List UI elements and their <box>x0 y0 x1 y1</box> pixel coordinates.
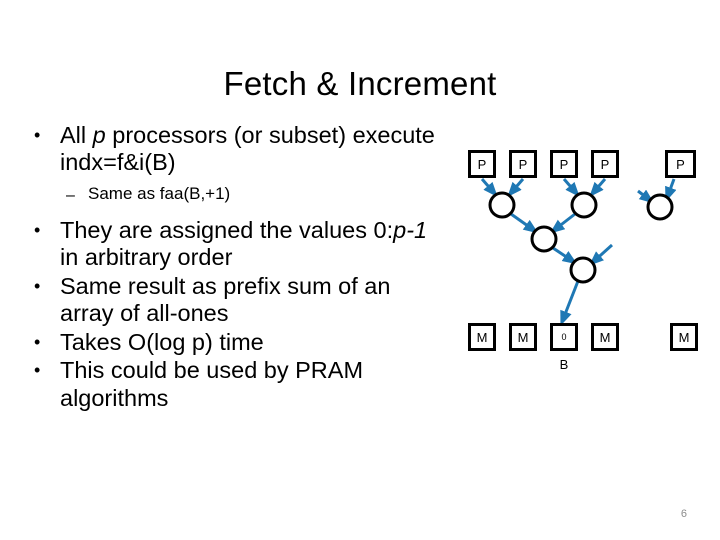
bullet-text: Same result as prefix sum of an array of… <box>60 273 446 328</box>
bullet-marker-icon: • <box>34 125 41 145</box>
switch-node-s3 <box>530 225 558 253</box>
bullet-marker-icon: – <box>66 186 75 204</box>
bullet-item: • This could be used by PRAM algorithms <box>34 357 446 412</box>
diagram-edge <box>560 280 580 326</box>
plain-text: They are assigned the values 0: <box>60 216 394 243</box>
bullet-text: Same as faa(B,+1) <box>88 184 446 204</box>
diagram-annotation-b-label: B <box>559 357 569 372</box>
bullet-marker-icon: • <box>34 219 41 240</box>
plain-text: in arbitrary order <box>60 244 233 271</box>
memory-node-m1: M <box>468 323 496 351</box>
page-title: Fetch & Increment <box>223 65 497 103</box>
bullet-marker-icon: • <box>34 331 41 352</box>
diagram-edge <box>637 189 655 204</box>
bullet-item: • Same result as prefix sum of an array o… <box>34 273 446 328</box>
processor-node-p5: P <box>665 150 696 178</box>
plain-text: processors (or subset) execute indx=f&i(… <box>60 122 435 176</box>
bullet-list: • All p processors (or subset) execute in… <box>34 122 446 413</box>
diagram-edge <box>549 212 576 234</box>
switch-node-s4 <box>569 256 597 284</box>
memory-node-m4: M <box>591 323 619 351</box>
switch-node-s2 <box>570 191 598 219</box>
diagram-edge <box>552 246 578 265</box>
diagram-edge <box>665 178 677 202</box>
plain-text: Same as faa(B,+1) <box>88 183 231 203</box>
bullet-marker-icon: • <box>34 275 41 296</box>
plain-text: All <box>60 122 93 148</box>
bullet-item: • They are assigned the values 0:p-1 in a… <box>34 217 446 272</box>
plain-text: Takes O(log p) time <box>60 328 264 355</box>
sub-bullet-item: –Same as faa(B,+1) <box>34 184 446 208</box>
memory-node-m3: 0 <box>550 323 578 351</box>
processor-node-p1: P <box>468 150 496 178</box>
bullet-item: • Takes O(log p) time <box>34 329 446 356</box>
bullet-text: They are assigned the values 0:p-1 in ar… <box>60 217 446 272</box>
switch-node-s1 <box>488 191 516 219</box>
page-number: 6 <box>680 508 687 520</box>
bullet-text: Takes O(log p) time <box>60 329 446 356</box>
diagram-edge <box>589 178 607 198</box>
plain-text: This could be used by PRAM algorithms <box>60 357 364 411</box>
diagram-edge <box>480 178 498 198</box>
bullet-item: • All p processors (or subset) execute in… <box>34 122 446 177</box>
diagram-edge <box>562 178 580 198</box>
emphasis-text: p <box>92 122 106 148</box>
bullet-marker-icon: • <box>34 360 41 381</box>
bullet-text: All p processors (or subset) execute ind… <box>60 122 446 177</box>
bullet-text: This could be used by PRAM algorithms <box>60 357 446 412</box>
switch-node-s5 <box>646 193 674 221</box>
memory-node-m2: M <box>509 323 537 351</box>
processor-node-p3: P <box>550 150 578 178</box>
diagram-edge <box>588 243 614 266</box>
plain-text: Same result as prefix sum of an array of… <box>60 272 391 327</box>
processor-node-p4: P <box>591 150 619 178</box>
memory-node-m5: M <box>670 323 698 351</box>
emphasis-text: p-1 <box>393 216 428 243</box>
diagram-edge <box>507 178 525 198</box>
processor-node-p2: P <box>509 150 537 178</box>
diagram-edge-layer <box>480 178 677 326</box>
diagram-edge <box>510 212 539 234</box>
